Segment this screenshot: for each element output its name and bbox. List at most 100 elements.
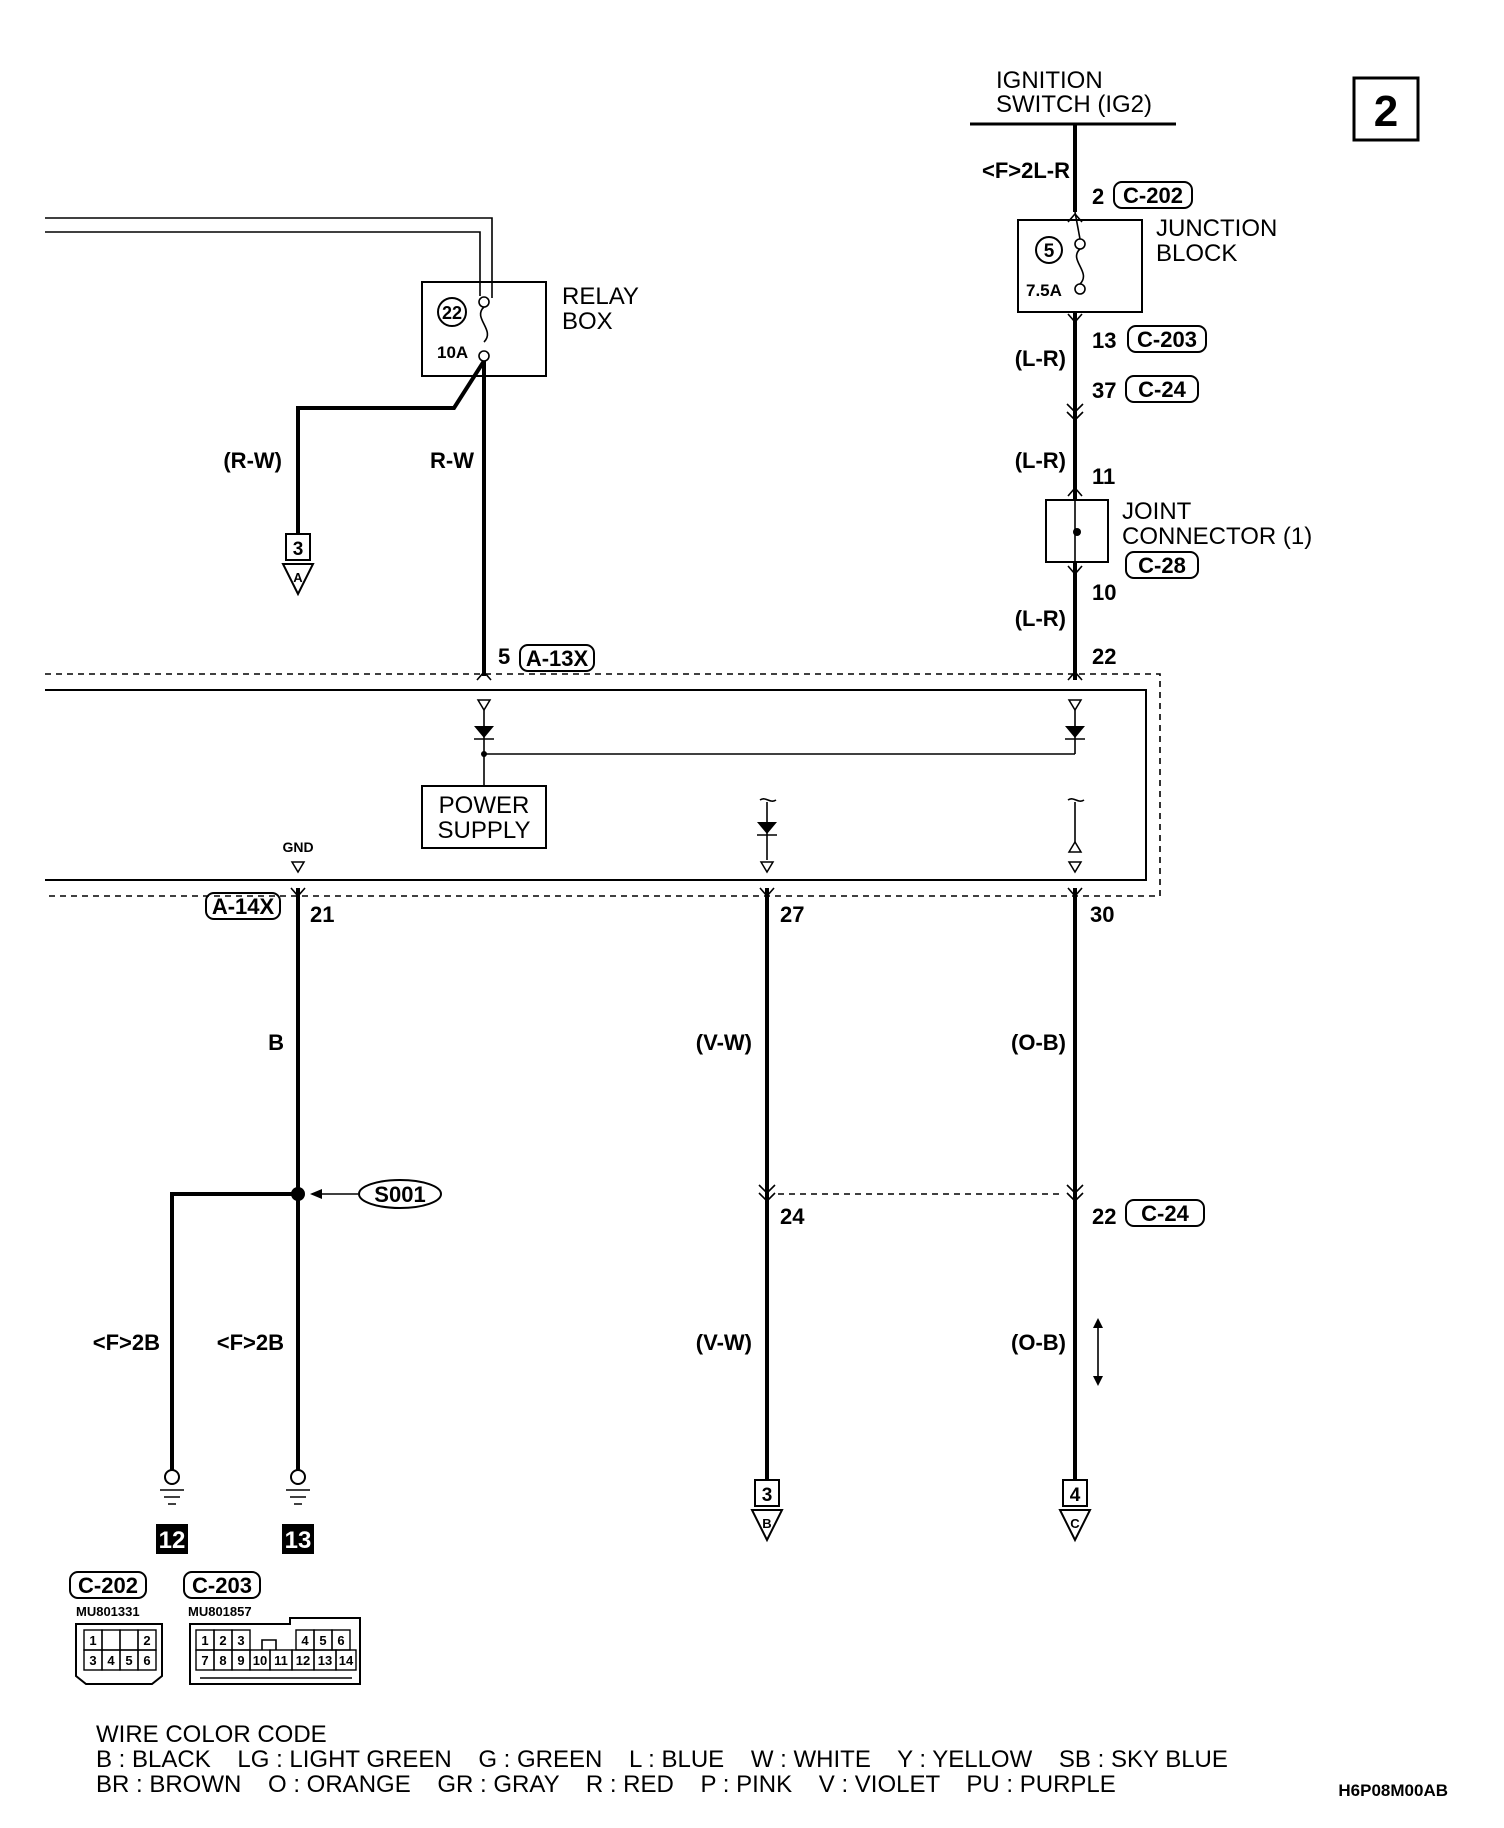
ref-c-letter: C: [1070, 1516, 1080, 1531]
ref-c-number: 4: [1070, 1485, 1081, 1506]
pin-number: 11: [274, 1653, 288, 1668]
c202-tag: C-202: [1123, 183, 1183, 208]
page-number: 2: [1374, 87, 1398, 136]
lr-label-3: (L-R): [1015, 606, 1066, 631]
conn-c202-housing: [75, 1623, 163, 1685]
wire-color-code-row-1: B : BLACK LG : LIGHT GREEN G : GREEN L :…: [96, 1746, 1228, 1773]
pin-number: 6: [337, 1633, 344, 1648]
ref-a-letter: A: [293, 570, 303, 585]
ref-b-letter: B: [762, 1516, 771, 1531]
pin-number: 7: [201, 1653, 208, 1668]
junction-fuse-terminal-top: [1074, 238, 1086, 250]
relay-feed-wire-inner: [45, 231, 481, 296]
a14x-tag-box: [205, 892, 281, 920]
lr-label-2: (L-R): [1015, 448, 1066, 473]
relay-fuse-number: 22: [442, 303, 462, 323]
connector-chevron: [1067, 486, 1083, 497]
pin-number: 9: [237, 1653, 244, 1668]
connector-chevron: [1067, 670, 1083, 681]
pin-27: 27: [780, 902, 804, 927]
pin-number: 2: [143, 1633, 150, 1648]
power-supply-box: [421, 785, 547, 849]
conn-c202-name: C-202: [78, 1573, 138, 1598]
jc-pin-in: 11: [1092, 464, 1115, 489]
conn-c203-name: C-203: [192, 1573, 252, 1598]
pin-number: 1: [201, 1633, 208, 1648]
connector-chevron: [476, 670, 492, 681]
io-marker-30-down: [1067, 861, 1083, 874]
pin-30: 30: [1090, 902, 1114, 927]
pin-cell: [119, 1629, 139, 1651]
ref-b-triangle: [750, 1509, 784, 1543]
pin-number: 3: [237, 1633, 244, 1648]
pin-number: 5: [319, 1633, 326, 1648]
pin-number: 6: [143, 1653, 150, 1668]
ob-label-2: (O-B): [1011, 1330, 1066, 1355]
pin-cell: [335, 1649, 357, 1671]
f2b-label-right: <F>2B: [217, 1330, 284, 1355]
conn-c203-housing: [189, 1617, 361, 1685]
c203-pin: 13: [1092, 328, 1116, 353]
ground-13-number: 13: [285, 1527, 312, 1554]
c24-pin-37: 37: [1092, 378, 1116, 403]
gnd-label: GND: [282, 839, 313, 855]
pin-number: 13: [318, 1653, 332, 1668]
ground-12-badge: [156, 1524, 188, 1554]
conn-c202-grid: 1 2 3 4 5 6: [83, 1629, 157, 1671]
ref-b-box: [754, 1479, 780, 1507]
c24-bottom-tag: C-24: [1141, 1201, 1189, 1226]
a13x-tag-box: [519, 644, 595, 672]
c24-tag: C-24: [1138, 377, 1186, 402]
c202-tag-box: [1113, 181, 1193, 209]
output-30-symbol: [1067, 798, 1085, 802]
ref-c-triangle: [1058, 1509, 1092, 1543]
connector-chevron-double: [758, 1184, 776, 1203]
pin-5: 5: [498, 644, 510, 669]
io-marker-30-up: [1067, 840, 1083, 853]
rw-label-right: R-W: [430, 448, 474, 473]
joint-connector-label-1: JOINT: [1122, 498, 1192, 525]
relay-fuse-rating: 10A: [437, 343, 468, 362]
ground-13-badge: [282, 1524, 314, 1554]
input-marker-22: [1067, 699, 1083, 712]
ground-12-number: 12: [159, 1527, 186, 1554]
ground-12-terminal: [164, 1469, 180, 1485]
splice-tag: S001: [374, 1182, 425, 1207]
pin-number: 4: [107, 1653, 115, 1668]
c203-tag: C-203: [1137, 327, 1197, 352]
conn-c203-key: [261, 1639, 277, 1650]
pin-22-bottom: 22: [1092, 1204, 1116, 1229]
junction-block-label-1: JUNCTION: [1156, 215, 1277, 242]
junction-fuse-number: 5: [1044, 241, 1055, 262]
c28-tag: C-28: [1138, 553, 1186, 578]
conn-c202-part: MU801331: [76, 1604, 140, 1619]
pin-number: 1: [89, 1633, 96, 1648]
junction-block-label-2: BLOCK: [1156, 240, 1237, 267]
ground-branch-wire: [170, 1192, 298, 1470]
splice-dot: [291, 1187, 305, 1201]
ground-12-symbol: [160, 1489, 184, 1505]
ob-label-1: (O-B): [1011, 1030, 1066, 1055]
ref-a-triangle: [281, 563, 315, 597]
conn-c203-grid: 1 2 3 4 5 6 7 8 9 10 11 12 13 14: [195, 1629, 357, 1671]
output-marker-27: [759, 861, 775, 874]
ecu-bus-junction: [481, 751, 487, 757]
ecu-dashed-outline: [45, 673, 1161, 897]
power-supply-label-1: POWER: [439, 792, 530, 819]
pin-number: 12: [296, 1653, 310, 1668]
pin-number: 2: [219, 1633, 226, 1648]
diode-22: [1065, 726, 1085, 738]
splice-tag-oval: [358, 1179, 442, 1209]
ig-wire-label: <F>2L-R: [982, 158, 1070, 183]
gnd-marker: [290, 861, 306, 874]
pin-number: 3: [89, 1653, 96, 1668]
pin-number: 4: [301, 1633, 309, 1648]
junction-inner-wire-1: [1074, 211, 1081, 240]
pin-number: 8: [219, 1653, 226, 1668]
wire-color-code-title: WIRE COLOR CODE: [96, 1721, 327, 1748]
pin-number: 5: [125, 1653, 132, 1668]
a14x-tag: A-14X: [212, 894, 275, 919]
relay-box-label-1: RELAY: [562, 283, 639, 310]
joint-connector-label-2: CONNECTOR (1): [1122, 523, 1312, 550]
